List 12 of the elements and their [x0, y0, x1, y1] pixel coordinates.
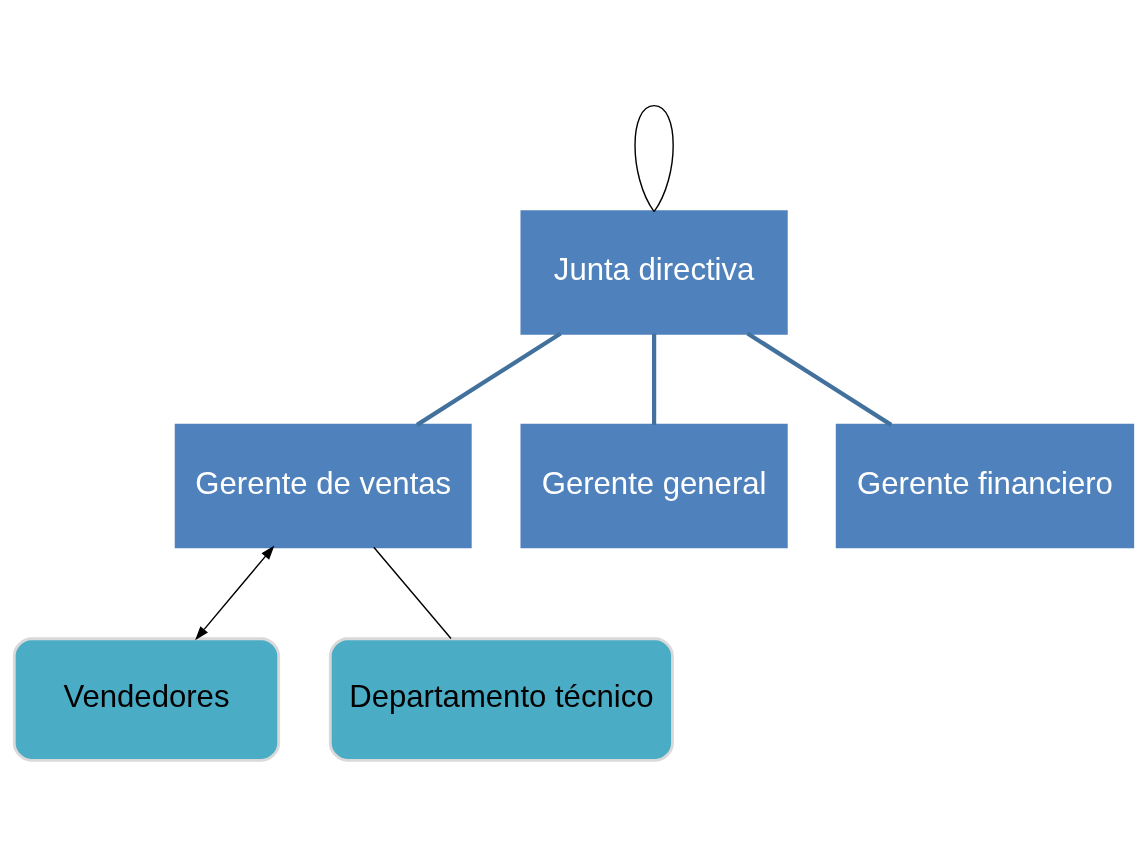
node-box: Junta directiva [520, 209, 788, 335]
connector [652, 333, 657, 425]
node-box: Gerente general [520, 423, 788, 548]
connector [373, 546, 452, 639]
node-box: Vendedores [12, 636, 281, 762]
arrow [195, 545, 275, 640]
node-box: Gerente de ventas [174, 423, 472, 548]
connector [415, 331, 562, 427]
connector [746, 331, 893, 427]
node-box: Gerente financiero [835, 423, 1135, 548]
node-box: Departamento técnico [328, 636, 674, 762]
connector [634, 104, 674, 212]
